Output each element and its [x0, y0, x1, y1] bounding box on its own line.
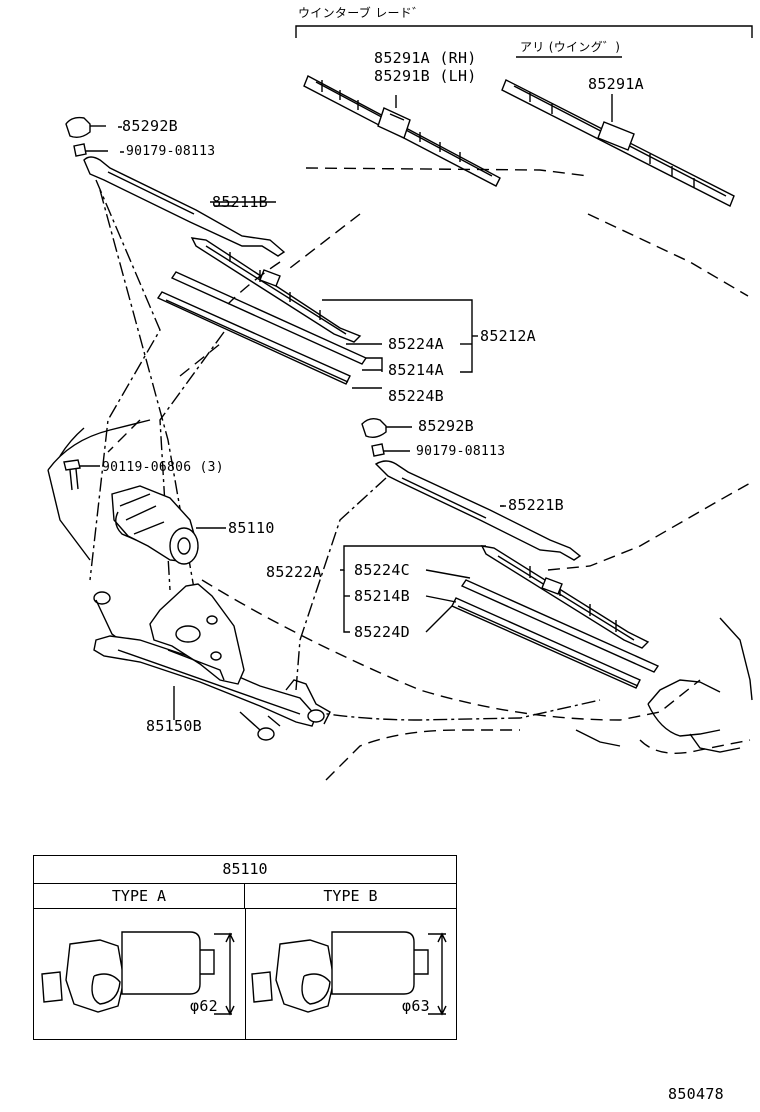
wiper-motor-85110	[111, 485, 226, 565]
type-a-header: TYPE A	[34, 883, 245, 909]
label-90179-mid: 90179-08113	[416, 444, 506, 459]
label-85292b-top: 85292B	[122, 117, 178, 135]
dim-type-b: φ63	[402, 997, 430, 1015]
label-85291a-rh: 85291A (RH)	[374, 49, 477, 67]
backing-85214a	[156, 291, 351, 385]
dim-type-a: φ62	[190, 997, 218, 1015]
label-85214b: 85214B	[354, 587, 410, 605]
illustration-id: 850478	[668, 1085, 724, 1103]
reference-lines	[89, 179, 601, 721]
label-85224c: 85224C	[354, 561, 410, 579]
blade-85222a	[480, 545, 650, 649]
label-85214a: 85214A	[388, 361, 444, 379]
cap-85292b-top	[65, 116, 106, 139]
label-85212a: 85212A	[480, 327, 536, 345]
motor-type-b-drawing	[251, 931, 447, 1016]
bolt-90119	[63, 459, 100, 491]
label-85221b: 85221B	[508, 496, 564, 514]
motor-table-title: 85110	[34, 856, 456, 884]
label-85291a-wing: 85291A	[588, 75, 644, 93]
refill-85224a	[170, 271, 368, 365]
type-b-header: TYPE B	[245, 883, 456, 909]
nut-90179-top	[73, 143, 108, 157]
label-85291b-lh: 85291B (LH)	[374, 67, 477, 85]
backing-85214b	[451, 597, 641, 689]
label-85150b: 85150B	[146, 717, 202, 735]
winter-blade-label: ウインターブ レード゛	[298, 6, 425, 20]
nut-90179-mid	[371, 443, 410, 457]
leaders-lower	[340, 505, 506, 633]
leaders-upper	[118, 126, 478, 389]
motor-type-a-drawing	[41, 931, 235, 1016]
label-85224d: 85224D	[354, 623, 410, 641]
label-85211b: 85211B	[212, 193, 268, 211]
body-outline	[47, 419, 753, 753]
label-85224a: 85224A	[388, 335, 444, 353]
wiper-arm-85211b	[83, 156, 286, 257]
with-wing-label: アリ (ウイング゛)	[520, 40, 621, 54]
label-85224b: 85224B	[388, 387, 444, 405]
label-90119: 90119-06806 (3)	[102, 460, 224, 475]
label-85222a: 85222A	[266, 563, 322, 581]
motor-type-table: 85110 TYPE A TYPE B	[33, 855, 457, 1040]
table-divider	[245, 909, 246, 1039]
refill-85224c	[460, 579, 660, 673]
label-90179-top: 90179-08113	[126, 144, 216, 159]
winter-blade-wing	[501, 79, 735, 207]
blade-85212a	[190, 237, 362, 343]
windshield-outline	[107, 167, 753, 781]
winter-blade-rh-lh	[303, 75, 501, 187]
label-85292b-mid: 85292B	[418, 417, 474, 435]
winter-blade-bracket	[295, 25, 753, 38]
label-85110: 85110	[228, 519, 275, 537]
wiper-linkage-85150b	[93, 583, 331, 741]
cap-85292b-mid	[361, 417, 412, 439]
